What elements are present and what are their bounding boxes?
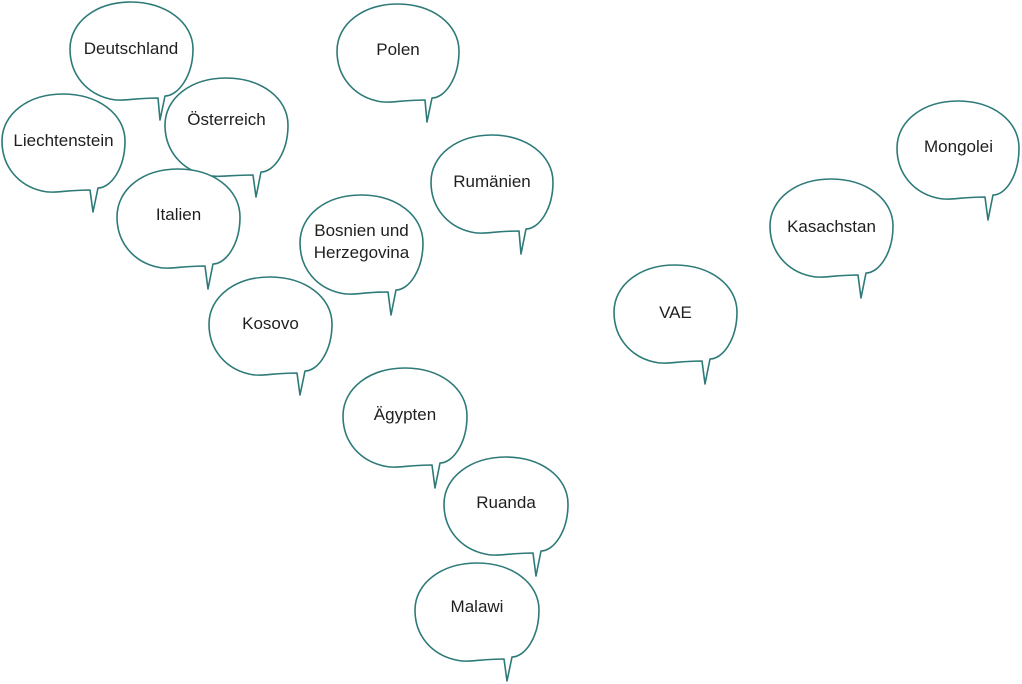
speech-bubble-outline <box>443 456 569 577</box>
speech-bubble-malawi: Malawi <box>413 561 541 683</box>
speech-bubble-outline <box>208 276 333 396</box>
bubble-label: Bosnien und Herzegovina <box>313 221 410 262</box>
speech-bubble-outline <box>336 3 460 123</box>
speech-bubble-outline <box>414 562 540 682</box>
speech-bubble-outline <box>769 178 894 299</box>
speech-bubble-outline <box>69 1 194 121</box>
speech-bubble-oesterreich: Österreich <box>163 76 290 199</box>
bubble-label: Kosovo <box>242 314 299 333</box>
bubble-label: Rumänien <box>453 172 531 191</box>
speech-bubble-outline <box>116 168 241 290</box>
speech-bubble-kasachstan: Kasachstan <box>768 177 895 300</box>
speech-bubble-outline <box>299 194 424 316</box>
speech-bubble-rumaenien: Rumänien <box>429 133 555 256</box>
bubble-label: Ruanda <box>476 493 536 512</box>
speech-bubble-liechtenstein: Liechtenstein <box>0 92 127 214</box>
speech-bubble-bosnien: Bosnien und Herzegovina <box>298 193 425 317</box>
bubble-label: Polen <box>376 40 420 59</box>
speech-bubble-polen: Polen <box>335 2 461 124</box>
speech-bubble-mongolei: Mongolei <box>895 99 1022 222</box>
bubble-label: VAE <box>659 303 692 322</box>
bubble-label: Mongolei <box>924 137 993 156</box>
speech-bubble-outline <box>342 367 468 489</box>
bubble-label: Malawi <box>450 597 504 616</box>
speech-bubble-outline <box>613 264 738 385</box>
speech-bubble-italien: Italien <box>115 167 242 291</box>
speech-bubble-outline <box>430 134 554 255</box>
speech-bubble-outline <box>164 77 289 198</box>
speech-bubble-aegypten: Ägypten <box>341 366 469 490</box>
bubble-label: Liechtenstein <box>13 131 114 150</box>
speech-bubble-kosovo: Kosovo <box>207 275 334 397</box>
speech-bubble-deutschland: Deutschland <box>68 0 194 122</box>
bubble-label: Österreich <box>187 110 266 129</box>
bubble-label: Deutschland <box>83 39 179 58</box>
speech-bubble-outline <box>1 93 126 213</box>
speech-bubble-ruanda: Ruanda <box>442 455 570 578</box>
speech-bubble-vae: VAE <box>612 263 739 386</box>
speech-bubble-outline <box>896 100 1020 221</box>
bubble-label: Ägypten <box>373 405 437 424</box>
bubble-label: Italien <box>155 205 202 224</box>
bubble-label: Kasachstan <box>787 217 876 236</box>
